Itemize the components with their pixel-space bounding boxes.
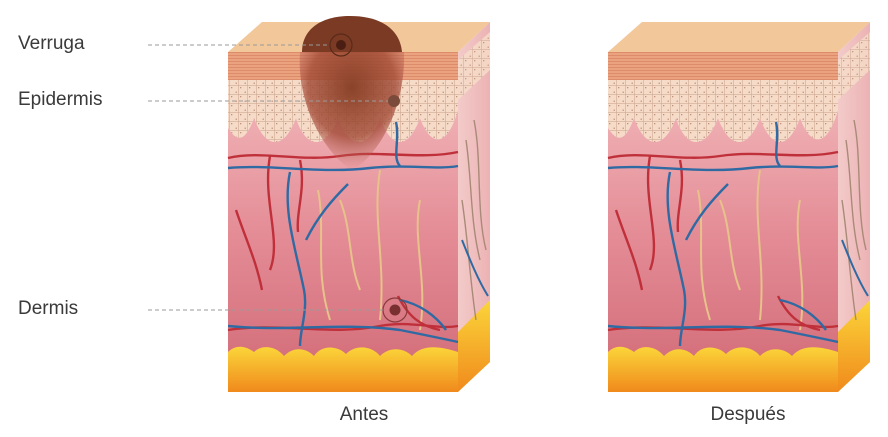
caption-before: Antes <box>264 404 464 426</box>
dermis-after <box>608 110 838 360</box>
caption-after: Después <box>648 404 848 426</box>
label-dermis: Dermis <box>18 298 78 320</box>
skin-block-after <box>608 22 870 392</box>
stratum-after <box>608 52 838 80</box>
top-surface-after <box>608 22 870 52</box>
epidermis-marker <box>388 95 400 107</box>
label-wart: Verruga <box>18 33 85 55</box>
skin-block-before <box>228 16 490 392</box>
label-epidermis: Epidermis <box>18 89 102 111</box>
fat-before <box>228 347 458 392</box>
fat-after <box>608 347 838 392</box>
